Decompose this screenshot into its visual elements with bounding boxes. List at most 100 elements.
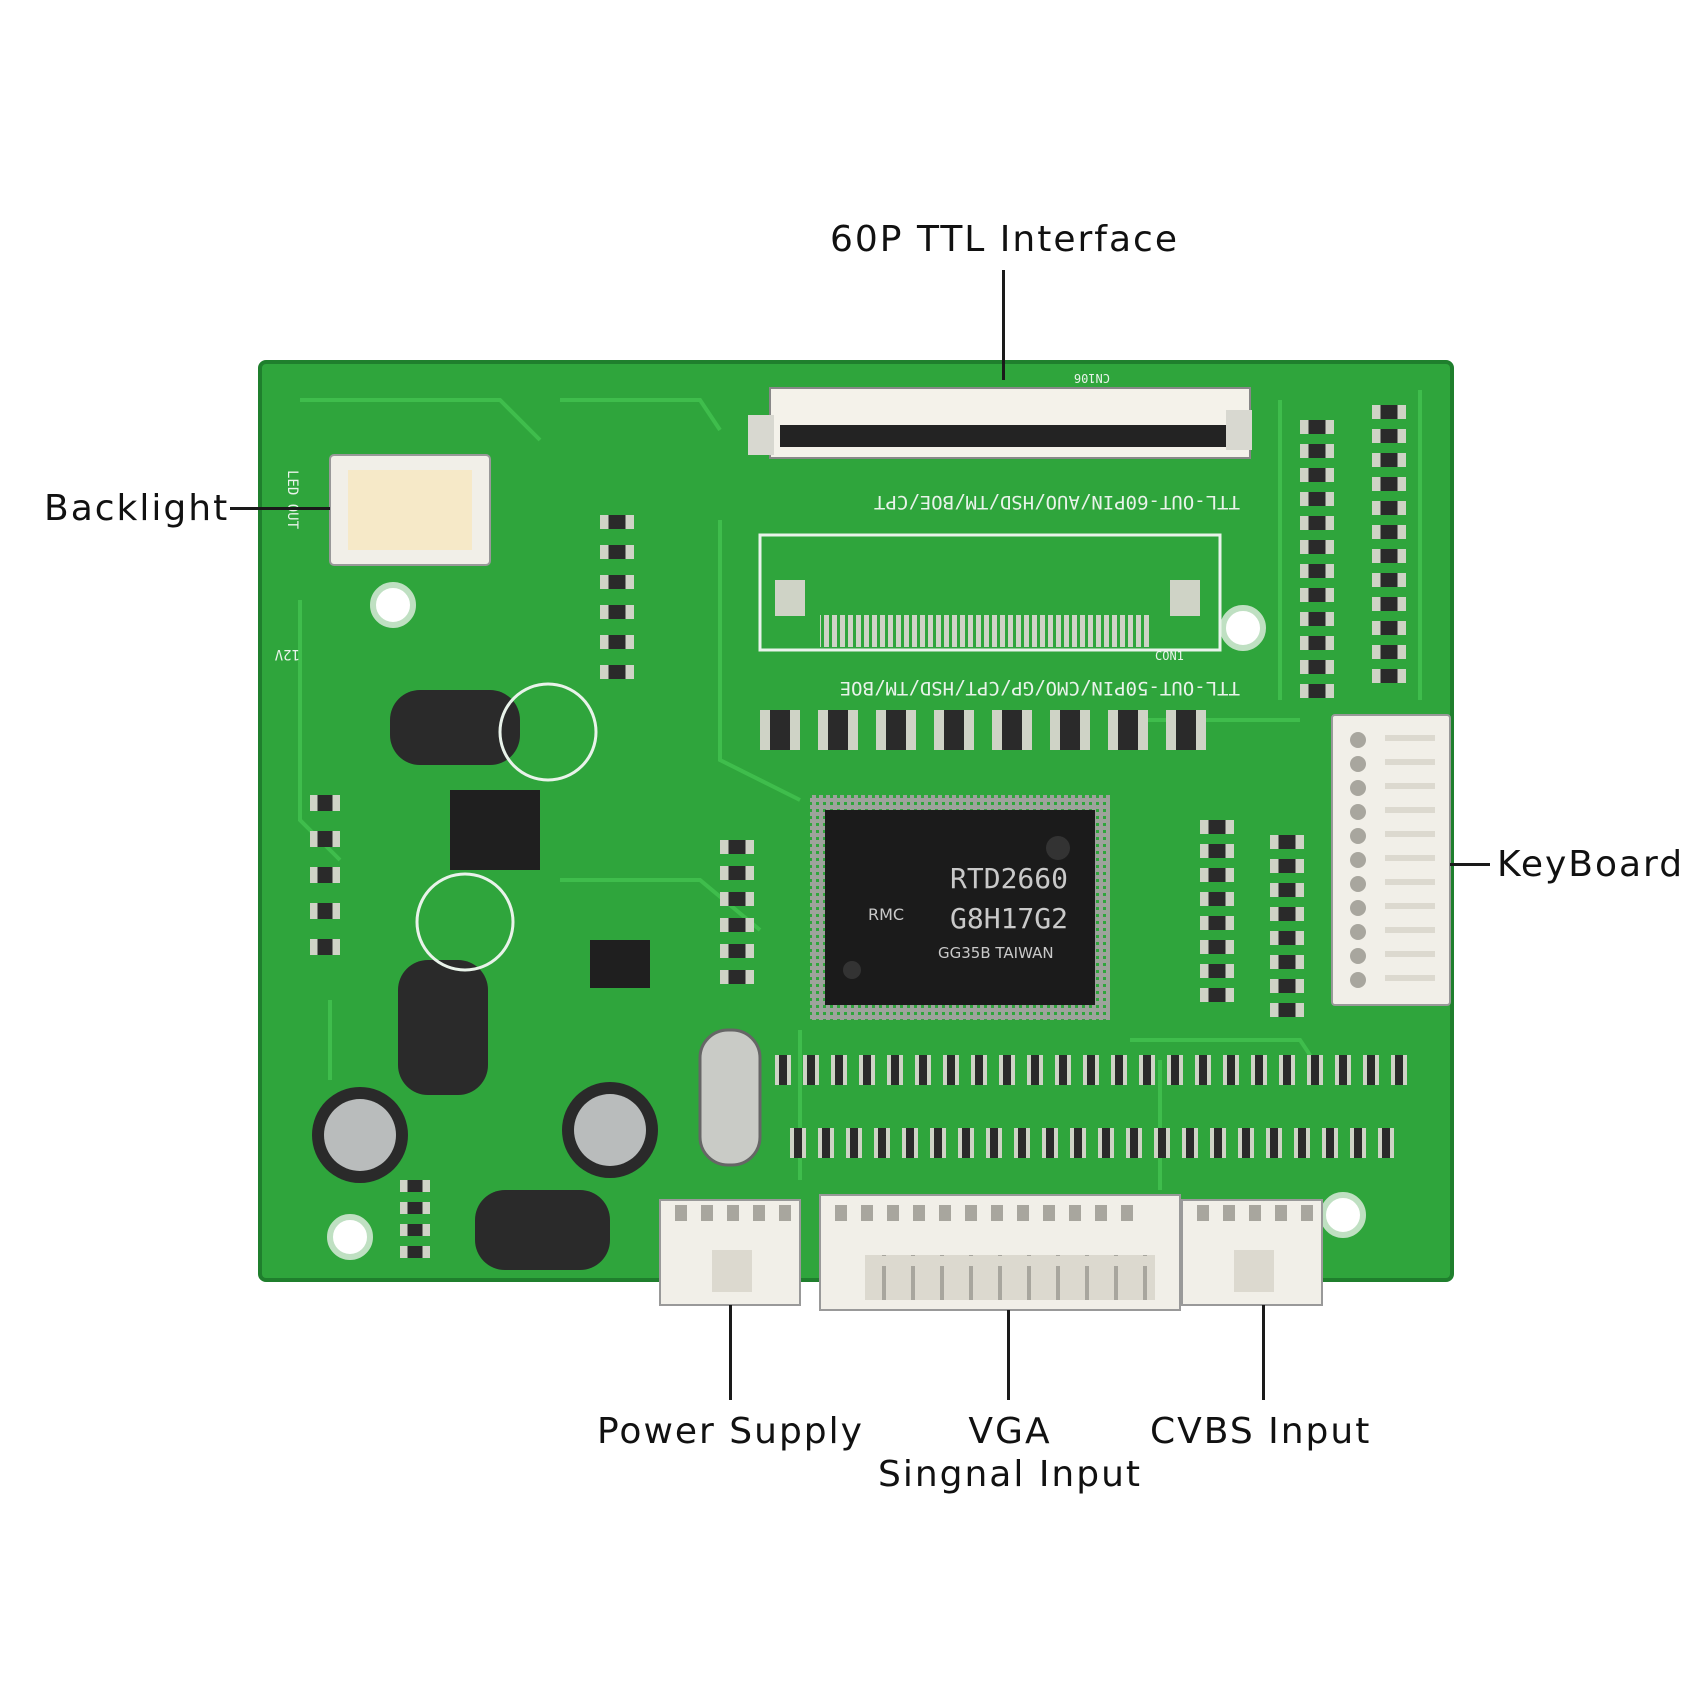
callout-vga-signal-input: Singnal Input — [877, 1454, 1143, 1495]
smd-body — [1283, 1055, 1291, 1085]
regulator-ic — [450, 790, 540, 870]
chip-marking-3: GG35B TAIWAN — [938, 944, 1054, 962]
keyboard-pins — [1350, 732, 1435, 988]
keyboard-pin — [1350, 852, 1366, 868]
chip-marking-2: G8H17G2 — [950, 902, 1068, 935]
header-pin — [701, 1205, 713, 1221]
smd-body — [1308, 492, 1326, 506]
smd-body — [1278, 835, 1296, 849]
smd-body — [891, 1055, 899, 1085]
callout-power-supply: Power Supply — [597, 1411, 864, 1452]
power-connector-window — [712, 1250, 752, 1292]
smd-body — [1308, 468, 1326, 482]
power-leader-line — [729, 1305, 732, 1400]
chip-pin1-dot — [1046, 836, 1070, 860]
header-pin — [887, 1205, 899, 1221]
silk-ttl-60pin: TTL-OUT-60PIN/AUO/HSD/TM/BOE/CPT — [874, 491, 1240, 513]
backlight-connector-body — [348, 470, 472, 550]
pcb-traces — [298, 390, 1422, 1190]
smd-body — [822, 1128, 830, 1158]
electrolytic-capacitors — [312, 1082, 658, 1183]
keyboard-pin-slot — [1385, 975, 1435, 981]
smd-body — [1118, 710, 1138, 750]
smd-body — [1186, 1128, 1194, 1158]
header-pin — [1249, 1205, 1261, 1221]
smd-body — [1380, 621, 1398, 635]
smd-body — [1308, 516, 1326, 530]
header-pin — [1095, 1205, 1107, 1221]
smd-body — [1176, 710, 1196, 750]
smd-body — [1278, 955, 1296, 969]
ttl-connector-slot — [780, 425, 1240, 447]
header-pin — [753, 1205, 765, 1221]
smd-body — [1270, 1128, 1278, 1158]
header-pin — [913, 1205, 925, 1221]
smd-body — [863, 1055, 871, 1085]
smd-body — [1308, 660, 1326, 674]
smd-body — [1208, 916, 1226, 930]
smd-body — [934, 1128, 942, 1158]
smd-body — [608, 515, 626, 529]
smd-body — [1278, 979, 1296, 993]
smd-body — [975, 1055, 983, 1085]
smd-body — [1208, 844, 1226, 858]
header-pin — [727, 1205, 739, 1221]
keyboard-pin-slot — [1385, 879, 1435, 885]
smd-body — [608, 575, 626, 589]
smd-body — [1308, 684, 1326, 698]
keyboard-pin-slot — [1385, 807, 1435, 813]
smd-body — [1380, 429, 1398, 443]
smd-components — [310, 405, 1407, 1258]
header-pin — [861, 1205, 873, 1221]
header-pin — [965, 1205, 977, 1221]
smd-body — [1380, 573, 1398, 587]
header-pin — [1069, 1205, 1081, 1221]
smd-body — [1208, 868, 1226, 882]
smd-body — [317, 795, 333, 811]
smd-body — [608, 545, 626, 559]
smd-body — [1278, 907, 1296, 921]
smd-body — [1031, 1055, 1039, 1085]
silk-ttl-50pin: TTL-OUT-50PIN/CMO/GP/CPT/HSD/TM/BOE — [840, 677, 1240, 699]
keyboard-pin — [1350, 732, 1366, 748]
smd-body — [947, 1055, 955, 1085]
smd-body — [1208, 820, 1226, 834]
smd-body — [1380, 597, 1398, 611]
keyboard-pin — [1350, 804, 1366, 820]
chip-logo: RMC — [868, 905, 904, 924]
eeprom-ic — [590, 940, 650, 988]
smd-body — [1130, 1128, 1138, 1158]
smd-body — [878, 1128, 886, 1158]
smd-body — [317, 867, 333, 883]
smd-body — [919, 1055, 927, 1085]
header-pin — [1223, 1205, 1235, 1221]
smd-body — [608, 605, 626, 619]
header-pin — [675, 1205, 687, 1221]
bottom-header-pins — [675, 1205, 1313, 1221]
smd-body — [1380, 549, 1398, 563]
mount-hole — [327, 1214, 373, 1260]
smd-body — [1382, 1128, 1390, 1158]
header-pin — [835, 1205, 847, 1221]
smd-body — [1199, 1055, 1207, 1085]
chip-dot — [843, 961, 861, 979]
smd-body — [1102, 1128, 1110, 1158]
keyboard-pin — [1350, 900, 1366, 916]
backlight-leader-line — [230, 507, 330, 510]
callout-keyboard: KeyBoard — [1497, 844, 1685, 885]
keyboard-pin — [1350, 828, 1366, 844]
smd-body — [770, 710, 790, 750]
smd-body — [1208, 940, 1226, 954]
smd-body — [407, 1246, 423, 1258]
pcb-trace — [560, 398, 722, 432]
smd-body — [1326, 1128, 1334, 1158]
smd-body — [962, 1128, 970, 1158]
fpc-50p-contacts — [820, 615, 1150, 647]
header-pin — [1197, 1205, 1209, 1221]
smd-body — [1367, 1055, 1375, 1085]
smd-body — [1060, 710, 1080, 750]
header-pin — [991, 1205, 1003, 1221]
smd-body — [1311, 1055, 1319, 1085]
mount-hole — [1220, 605, 1266, 651]
ttl-connector-ear — [1226, 410, 1252, 450]
